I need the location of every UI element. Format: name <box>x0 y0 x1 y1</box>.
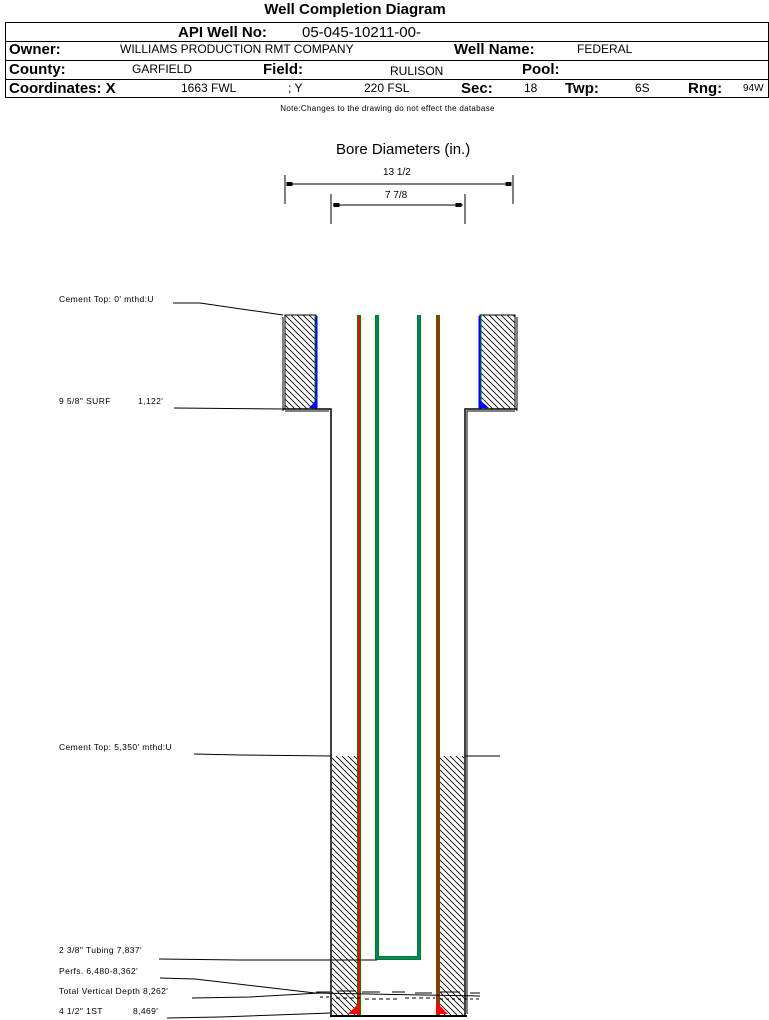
leader-surface-casing <box>173 407 284 410</box>
bore-diameter-2: 7 7/8 <box>385 190 408 201</box>
tubing-label: 2 3/8" Tubing 7,837' <box>59 945 143 955</box>
county-value: GARFIELD <box>132 62 193 76</box>
perforations <box>316 990 482 1000</box>
production-cement-right <box>440 756 464 1015</box>
well-name-value: FEDERAL <box>577 42 633 56</box>
cement-top-surface-label: Cement Top: 0' mthd:U <box>59 294 154 304</box>
leader-tvd <box>191 992 321 999</box>
api-well-value: 05-045-10211-00- <box>302 24 421 41</box>
production-casing-label: 4 1/2" 1ST <box>59 1006 103 1016</box>
rng-value: 94W <box>743 83 764 94</box>
bore-diameters-title: Bore Diameters (in.) <box>336 141 471 158</box>
county-label: County: <box>9 61 66 78</box>
surface-casing-label: 9 5/8" SURF <box>59 396 111 406</box>
bore-dimension-7-7-8 <box>330 194 466 224</box>
rng-label: Rng: <box>688 80 723 97</box>
surface-casing-depth: 1,122' <box>138 396 164 406</box>
sec-label: Sec: <box>461 80 493 97</box>
production-casing-right <box>436 315 448 1015</box>
coordinates-label: Coordinates: X <box>9 80 116 97</box>
coord-y-label: ; Y <box>288 81 303 95</box>
diagram-title: Well Completion Diagram <box>264 1 446 18</box>
production-casing-left <box>348 315 361 1015</box>
coord-y-value: 220 FSL <box>364 81 410 95</box>
well-header-table: API Well No: 05-045-10211-00- Owner: WIL… <box>5 22 769 98</box>
borehole-wall-left <box>283 408 332 1016</box>
tvd-label: Total Vertical Depth 8,262' <box>59 986 169 996</box>
leader-cement-top-surface <box>173 302 284 316</box>
tubing <box>375 315 421 960</box>
leader-tubing <box>158 958 377 961</box>
perfs-label: Perfs. 6,480-8,362' <box>59 966 139 976</box>
bore-dimension-13-1-2 <box>284 175 514 204</box>
owner-value: WILLIAMS PRODUCTION RMT COMPANY <box>120 42 354 56</box>
leader-production-casing <box>166 1012 332 1019</box>
pool-label: Pool: <box>522 61 560 78</box>
surface-cement-right <box>478 314 518 411</box>
borehole-wall-right <box>464 408 517 1016</box>
twp-label: Twp: <box>565 80 599 97</box>
production-casing-depth: 8,469' <box>133 1006 159 1016</box>
field-label: Field: <box>263 61 303 78</box>
owner-label: Owner: <box>9 41 61 58</box>
production-cement-left <box>332 756 357 1015</box>
well-name-label: Well Name: <box>454 41 535 58</box>
field-value: RULISON <box>390 64 444 78</box>
surface-cement-left <box>282 314 318 411</box>
leader-cement-top-production <box>193 753 500 757</box>
api-well-label: API Well No: <box>178 24 267 41</box>
cement-top-production-label: Cement Top: 5,350' mthd:U <box>59 742 173 752</box>
leader-perfs <box>159 977 481 997</box>
sec-value: 18 <box>524 81 538 95</box>
twp-value: 6S <box>635 81 650 95</box>
coord-x-value: 1663 FWL <box>181 81 237 95</box>
note-text: Note:Changes to the drawing do not effec… <box>280 104 495 113</box>
bore-diameter-1: 13 1/2 <box>383 167 411 178</box>
